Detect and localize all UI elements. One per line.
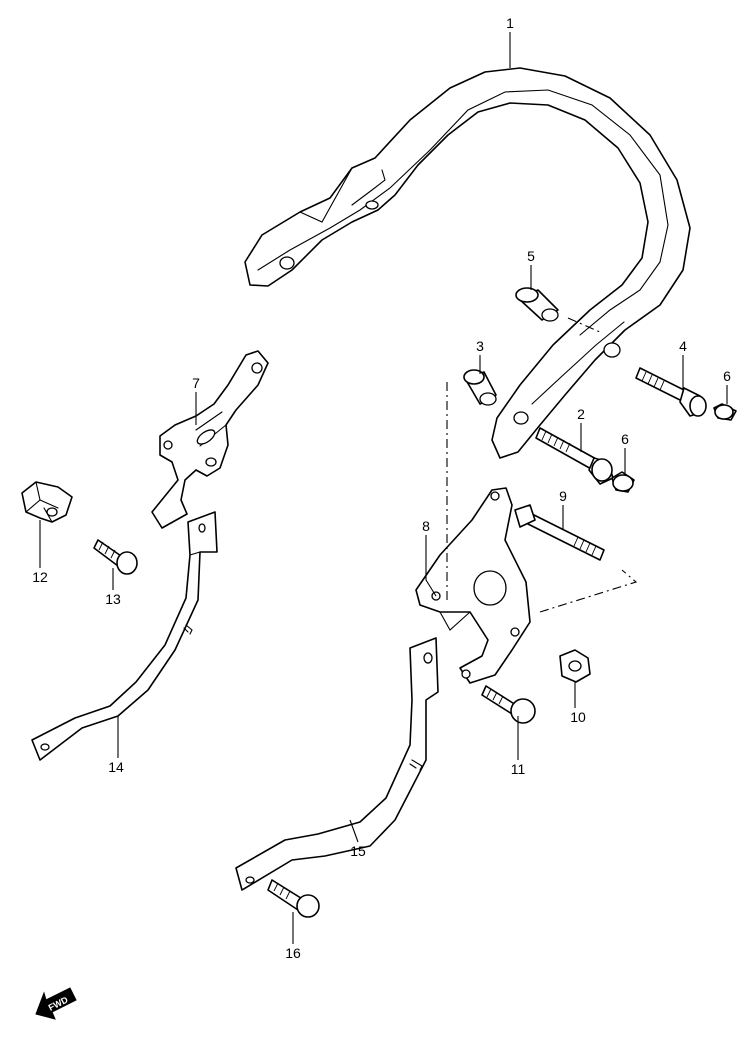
grab-rail-part-1 xyxy=(244,67,691,459)
bolt-part-16 xyxy=(267,879,320,918)
bracket-part-7 xyxy=(151,350,269,529)
callout-1: 1 xyxy=(506,15,514,31)
callout-6-lower: 6 xyxy=(621,431,629,447)
cap-part-6-lower xyxy=(611,471,635,493)
clip-nut-part-12 xyxy=(21,481,73,523)
callout-5: 5 xyxy=(527,248,535,264)
callout-labels: 1 5 3 4 6 2 6 7 8 9 10 11 12 13 14 15 16 xyxy=(32,15,731,961)
callout-10: 10 xyxy=(570,709,586,725)
callout-11: 11 xyxy=(511,761,526,777)
callout-12: 12 xyxy=(32,569,48,585)
bolt-part-13 xyxy=(93,539,138,575)
leader-lines xyxy=(39,32,728,944)
callout-6-upper: 6 xyxy=(723,368,731,384)
assembly-centerlines xyxy=(446,317,638,613)
spacer-part-3 xyxy=(463,369,497,406)
flange-nut-part-10 xyxy=(559,649,591,683)
callout-2: 2 xyxy=(577,406,585,422)
stay-part-15 xyxy=(235,637,439,891)
stay-part-14 xyxy=(31,511,218,761)
callout-7: 7 xyxy=(192,375,200,391)
callout-4: 4 xyxy=(679,338,687,354)
fwd-arrow-icon: FWD xyxy=(35,987,77,1020)
callout-8: 8 xyxy=(422,518,430,534)
callout-16: 16 xyxy=(285,945,301,961)
cap-part-6-upper xyxy=(713,403,737,421)
callout-9: 9 xyxy=(559,488,567,504)
bolt-part-4 xyxy=(635,367,707,417)
bracket-plate-part-8 xyxy=(415,487,531,684)
callout-14: 14 xyxy=(108,759,124,775)
bolt-part-2 xyxy=(535,427,614,485)
spacer-part-5 xyxy=(515,287,559,322)
bolt-part-9 xyxy=(514,504,605,561)
callout-13: 13 xyxy=(105,591,121,607)
callout-15: 15 xyxy=(350,843,366,859)
callout-3: 3 xyxy=(476,338,484,354)
bolt-part-11 xyxy=(481,685,536,724)
